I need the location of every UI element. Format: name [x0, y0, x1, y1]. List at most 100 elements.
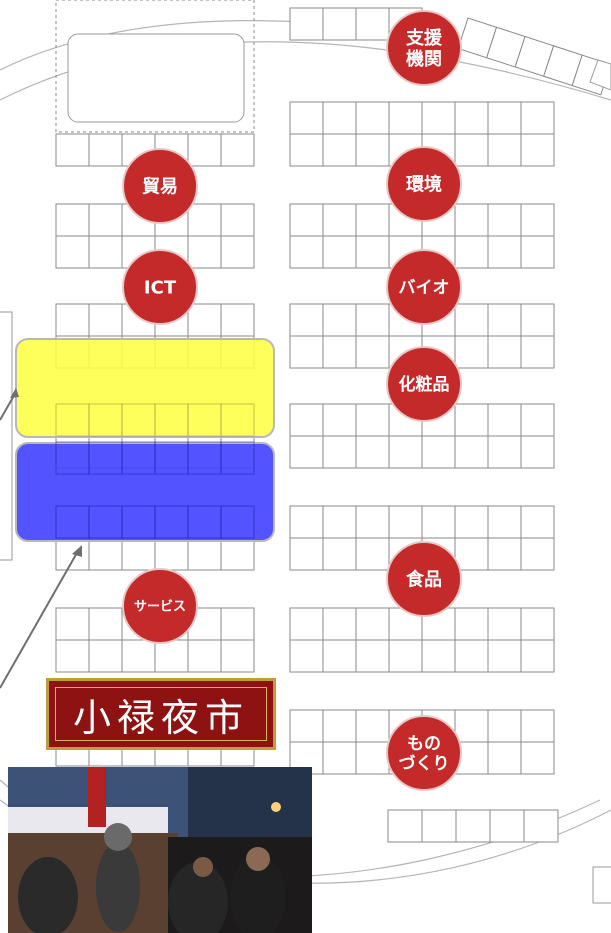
category-badge-ict[interactable]: ICT [122, 249, 198, 325]
booth[interactable] [523, 809, 559, 843]
booth[interactable] [454, 403, 489, 437]
booth[interactable] [520, 709, 555, 743]
booth[interactable] [487, 607, 522, 641]
booth[interactable] [322, 607, 357, 641]
booth[interactable] [355, 639, 390, 673]
booth[interactable] [487, 203, 522, 237]
booth[interactable] [487, 101, 522, 135]
zone-yellow[interactable] [15, 338, 275, 438]
booth[interactable] [88, 537, 123, 571]
booth[interactable] [355, 203, 390, 237]
booth[interactable] [322, 203, 357, 237]
booth[interactable] [187, 639, 222, 673]
booth[interactable] [355, 101, 390, 135]
booth[interactable] [187, 133, 222, 167]
booth[interactable] [487, 709, 522, 743]
booth[interactable] [520, 403, 555, 437]
booth[interactable] [55, 235, 90, 269]
booth[interactable] [220, 133, 255, 167]
booth[interactable] [220, 607, 255, 641]
booth[interactable] [454, 505, 489, 539]
booth[interactable] [355, 133, 390, 167]
booth[interactable] [388, 505, 423, 539]
booth[interactable] [220, 203, 255, 237]
booth[interactable] [322, 335, 357, 369]
booth[interactable] [520, 335, 555, 369]
booth[interactable] [520, 303, 555, 337]
booth[interactable] [388, 639, 423, 673]
booth[interactable] [289, 101, 324, 135]
booth[interactable] [487, 537, 522, 571]
booth[interactable] [88, 303, 123, 337]
booth[interactable] [55, 607, 90, 641]
booth[interactable] [454, 303, 489, 337]
booth[interactable] [289, 537, 324, 571]
booth[interactable] [454, 335, 489, 369]
booth[interactable] [520, 607, 555, 641]
booth[interactable] [487, 335, 522, 369]
booth[interactable] [322, 303, 357, 337]
booth[interactable] [322, 403, 357, 437]
booth[interactable] [520, 203, 555, 237]
booth[interactable] [322, 133, 357, 167]
booth[interactable] [355, 235, 390, 269]
booth[interactable] [154, 639, 189, 673]
zone-blue[interactable] [15, 442, 275, 542]
booth[interactable] [355, 403, 390, 437]
booth[interactable] [55, 133, 90, 167]
booth[interactable] [487, 133, 522, 167]
booth[interactable] [88, 235, 123, 269]
category-badge-food[interactable]: 食品 [386, 541, 462, 617]
booth[interactable] [187, 235, 222, 269]
category-badge-environment[interactable]: 環境 [386, 146, 462, 222]
booth[interactable] [322, 505, 357, 539]
booth[interactable] [322, 7, 357, 41]
booth[interactable] [454, 235, 489, 269]
booth[interactable] [322, 709, 357, 743]
booth[interactable] [454, 709, 489, 743]
booth[interactable] [88, 639, 123, 673]
booth[interactable] [487, 303, 522, 337]
booth[interactable] [520, 505, 555, 539]
booth[interactable] [154, 537, 189, 571]
booth[interactable] [421, 435, 456, 469]
booth[interactable] [187, 303, 222, 337]
booth[interactable] [220, 639, 255, 673]
booth[interactable] [487, 235, 522, 269]
category-badge-bio[interactable]: バイオ [386, 249, 462, 325]
booth[interactable] [121, 537, 156, 571]
booth[interactable] [355, 709, 390, 743]
booth[interactable] [520, 435, 555, 469]
booth[interactable] [355, 505, 390, 539]
booth[interactable] [121, 639, 156, 673]
booth[interactable] [355, 741, 390, 775]
category-badge-cosmetics[interactable]: 化粧品 [386, 346, 462, 422]
booth[interactable] [487, 505, 522, 539]
booth[interactable] [220, 303, 255, 337]
booth[interactable] [421, 505, 456, 539]
booth[interactable] [421, 809, 457, 843]
category-badge-service[interactable]: サービス [122, 568, 198, 644]
booth[interactable] [322, 639, 357, 673]
booth[interactable] [355, 607, 390, 641]
zone-booth[interactable] [220, 403, 255, 437]
booth[interactable] [88, 203, 123, 237]
booth[interactable] [289, 203, 324, 237]
booth[interactable] [289, 235, 324, 269]
booth[interactable] [355, 303, 390, 337]
booth[interactable] [55, 639, 90, 673]
booth[interactable] [289, 709, 324, 743]
zone-booth[interactable] [220, 505, 255, 539]
booth[interactable] [454, 607, 489, 641]
booth[interactable] [355, 335, 390, 369]
booth[interactable] [220, 235, 255, 269]
booth[interactable] [88, 133, 123, 167]
booth[interactable] [487, 403, 522, 437]
booth[interactable] [487, 435, 522, 469]
booth[interactable] [520, 101, 555, 135]
booth[interactable] [55, 303, 90, 337]
booth[interactable] [355, 537, 390, 571]
booth[interactable] [289, 133, 324, 167]
booth[interactable] [289, 639, 324, 673]
